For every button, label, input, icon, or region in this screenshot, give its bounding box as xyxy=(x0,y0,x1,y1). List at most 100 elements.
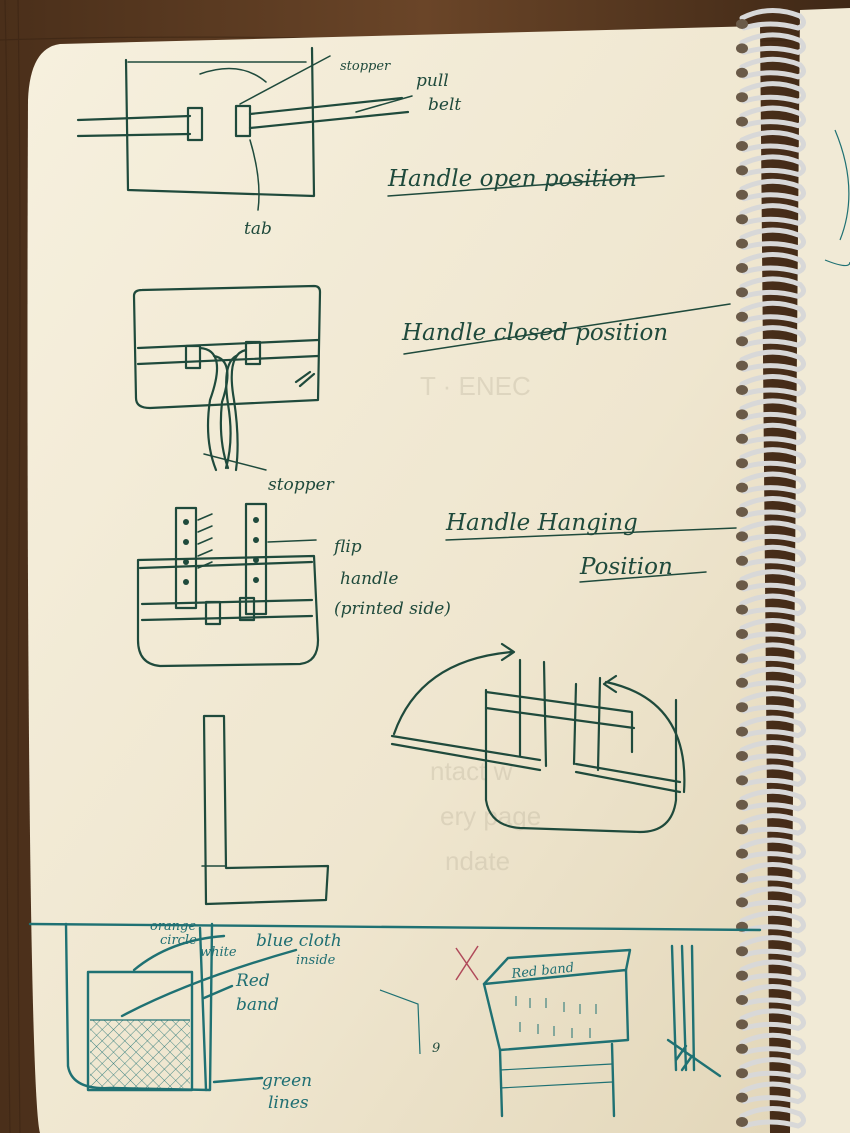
spiral-coil xyxy=(739,325,806,348)
spiral-coil xyxy=(739,276,806,300)
bleed-through: T · ENEC ntact w ery page ndate xyxy=(420,371,541,876)
label-tab: tab xyxy=(244,219,272,239)
underline-handle-open xyxy=(387,175,665,197)
spiral-hole xyxy=(736,67,748,78)
spiral-hole xyxy=(736,970,748,981)
spiral-hole xyxy=(736,775,748,786)
spiral-coil xyxy=(739,666,806,690)
spiral-hole xyxy=(736,799,748,810)
label-inside: inside xyxy=(296,953,336,968)
spiral-coil xyxy=(739,154,806,178)
spiral-hole xyxy=(736,238,748,249)
spiral-hole xyxy=(736,824,748,835)
spiral-hole xyxy=(736,311,748,322)
spiral-coil xyxy=(739,252,806,275)
spiral-coil xyxy=(739,447,806,470)
spiral-hole xyxy=(736,1043,748,1054)
spiral-coil xyxy=(739,788,806,812)
sketch-handle-closed xyxy=(132,284,322,472)
sketch-handle-hanging xyxy=(136,502,320,668)
spiral-coil xyxy=(739,1081,806,1105)
spiral-coil xyxy=(739,81,806,104)
spiral-coil xyxy=(739,813,806,836)
label-white: white xyxy=(200,945,237,960)
spiral-hole xyxy=(736,214,748,225)
spiral-hole xyxy=(736,677,748,688)
spiral-hole xyxy=(736,385,748,395)
spiral-coil xyxy=(739,593,806,617)
spiral-binding xyxy=(736,8,806,1129)
spiral-hole xyxy=(736,165,748,176)
spiral-coil xyxy=(739,520,806,544)
spiral-coil xyxy=(739,1106,806,1129)
spiral-coil xyxy=(739,642,806,666)
label-lines: lines xyxy=(268,1093,309,1113)
label-flip: flip xyxy=(332,537,362,557)
spiral-hole xyxy=(736,263,748,273)
spiral-hole xyxy=(736,751,748,761)
spiral-hole xyxy=(736,43,748,54)
notebook-page xyxy=(27,26,770,1133)
svg-text:T · ENEC: T · ENEC xyxy=(420,371,531,401)
spiral-hole xyxy=(736,482,748,493)
spiral-coil xyxy=(739,740,806,763)
spiral-hole xyxy=(736,19,748,29)
spiral-hole xyxy=(736,1092,748,1103)
label-band: band xyxy=(236,995,279,1015)
spiral-hole xyxy=(736,848,748,859)
title-handle-closed: Handle closed position xyxy=(401,320,668,346)
spiral-hole xyxy=(736,995,748,1005)
label-orange: orange xyxy=(150,919,196,934)
spiral-coil xyxy=(739,8,806,31)
spiral-hole xyxy=(736,580,748,591)
svg-text:ery page: ery page xyxy=(440,801,541,831)
label-red: Red xyxy=(235,971,270,991)
spiral-coil xyxy=(739,1057,806,1080)
title-handle-hanging-1: Handle Hanging xyxy=(445,510,638,536)
spiral-coil xyxy=(739,715,806,739)
spiral-coil xyxy=(739,618,806,641)
svg-text:ndate: ndate xyxy=(445,846,510,876)
spiral-hole xyxy=(736,1019,748,1030)
spiral-hole xyxy=(736,946,748,957)
spiral-coil xyxy=(739,349,806,373)
title-handle-open: Handle open position xyxy=(387,166,637,192)
spiral-hole xyxy=(736,629,748,639)
sketch-edge-detail xyxy=(666,944,722,1078)
underline-handle-hanging-1 xyxy=(445,527,737,541)
spiral-coil xyxy=(739,300,806,324)
spiral-coil xyxy=(739,984,806,1007)
spiral-coil xyxy=(739,886,806,910)
spiral-hole xyxy=(736,141,748,151)
spiral-coil xyxy=(739,32,806,56)
spiral-hole xyxy=(736,897,748,908)
spiral-hole xyxy=(736,726,748,737)
spiral-hole xyxy=(736,92,748,103)
spiral-coil xyxy=(739,837,806,861)
label-stopper-mid: stopper xyxy=(268,475,335,495)
sketch-container-left xyxy=(64,922,298,1092)
spiral-coil xyxy=(739,422,806,446)
label-blue-cloth: blue cloth xyxy=(256,931,342,951)
spiral-coil xyxy=(739,935,806,958)
spiral-coil xyxy=(739,691,806,714)
spiral-coil xyxy=(739,105,806,129)
underline-handle-hanging-2 xyxy=(579,571,707,583)
spiral-hole xyxy=(736,409,748,420)
underline-handle-closed xyxy=(403,303,731,355)
sketch-misc-marks xyxy=(379,945,479,1055)
spiral-coil xyxy=(739,471,806,495)
spiral-coil xyxy=(739,544,806,568)
label-circle: circle xyxy=(160,933,197,948)
label-red-band-right: Red band xyxy=(510,961,575,983)
sketch-handle-open xyxy=(76,46,413,211)
spiral-hole xyxy=(736,116,748,127)
spiral-hole xyxy=(736,1068,748,1079)
spiral-hole xyxy=(736,555,748,566)
bottom-separator-line xyxy=(28,922,762,932)
spiral-coil xyxy=(739,862,806,885)
spiral-hole xyxy=(736,873,748,883)
spiral-hole xyxy=(736,189,748,200)
spiral-hole xyxy=(736,1117,748,1127)
